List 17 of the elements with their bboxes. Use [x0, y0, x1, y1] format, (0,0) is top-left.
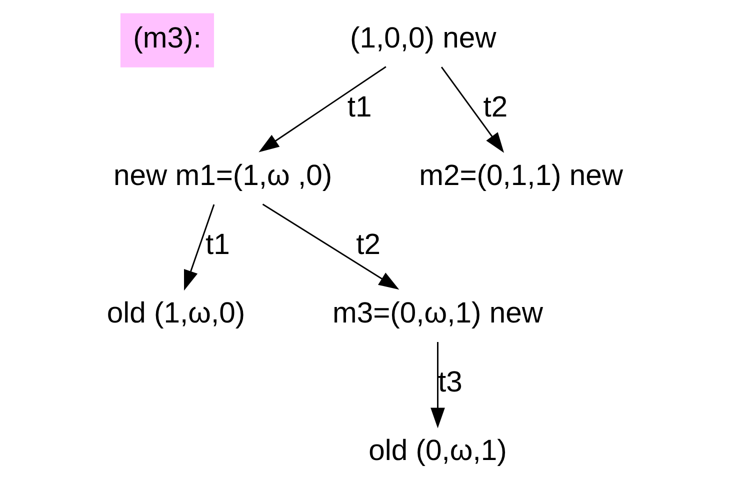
arrow	[184, 204, 214, 291]
edge-label: t1	[346, 91, 372, 124]
edge-label: t1	[204, 228, 230, 261]
node-text: old (0,ω,1)	[368, 434, 506, 467]
node-text: new m1=(1,ω ,0)	[112, 160, 332, 192]
edge-label: t2	[356, 228, 380, 261]
arrow	[430, 342, 444, 428]
edge-label: t2	[482, 91, 508, 124]
arrow	[258, 66, 386, 152]
node-box: (m3):	[120, 13, 214, 68]
node-text: (1,0,0) new	[350, 22, 496, 55]
node-text: m3=(0,ω,1) new	[332, 298, 542, 330]
arrow	[440, 66, 504, 153]
edge-label: t3	[437, 366, 462, 398]
arrow	[262, 204, 399, 290]
node-text: old (1,ω,0)	[106, 298, 245, 330]
node-text: m2=(0,1,1) new	[418, 160, 623, 192]
